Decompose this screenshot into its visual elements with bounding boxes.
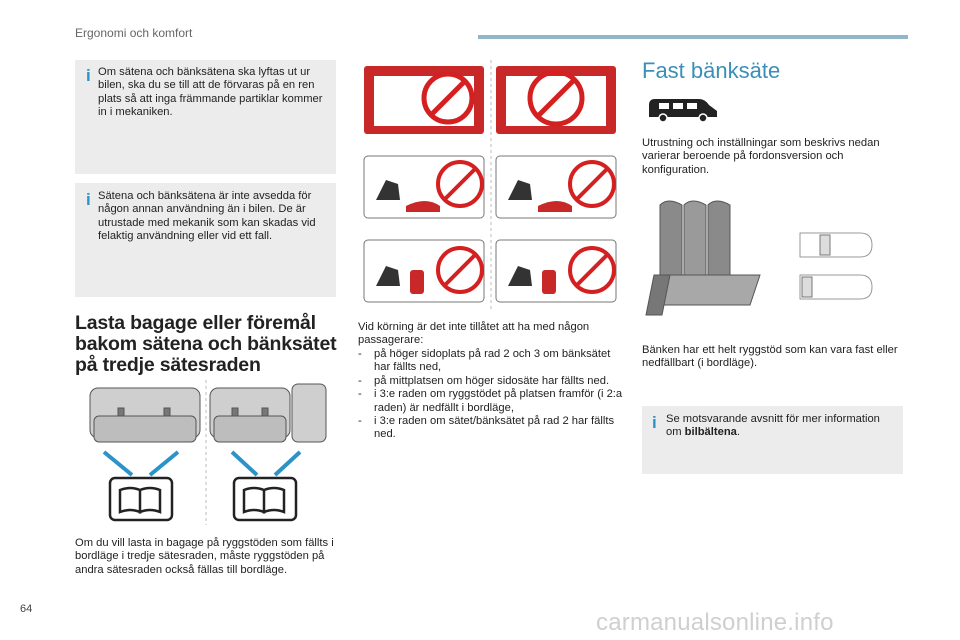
- bench-seat-illustration: [645, 200, 873, 316]
- seat-loading-illustration: [89, 380, 327, 525]
- chapter-title: Ergonomi och komfort: [75, 26, 193, 40]
- van-icon: [649, 99, 717, 123]
- luggage-body-text: Om du vill lasta in bagage på ryggstöden…: [75, 537, 334, 576]
- no-passenger-card: [363, 155, 485, 219]
- header-bar: [478, 35, 908, 39]
- info-text-storage: Om sätena och bänksätena ska lyftas ut u…: [98, 66, 323, 119]
- seatbelt-link-text: bilbältena: [684, 426, 737, 439]
- bench-right: [209, 383, 327, 443]
- watermark: carmanualsonline.info: [596, 609, 834, 636]
- info-icon: i: [86, 190, 91, 209]
- seatbelt-note: Se motsvarande avsnitt för mer informati…: [666, 413, 880, 439]
- no-load-card: [364, 66, 484, 134]
- no-passenger-card: [495, 155, 617, 219]
- driving-restrictions-list: -på höger sidoplats på rad 2 och 3 om bä…: [358, 348, 628, 442]
- prohibition-illustrations: [363, 60, 617, 310]
- section-title-fixed-bench: Fast bänksäte: [642, 58, 781, 83]
- arrow-icon: [102, 450, 302, 477]
- info-icon: i: [652, 413, 657, 432]
- fixed-bench-description: Bänken har ett helt ryggstöd som kan var…: [642, 344, 898, 370]
- bench-seat: [645, 200, 761, 316]
- info-text-usage: Sätena och bänksätena är inte avsedda fö…: [98, 190, 316, 243]
- manual-icon: [108, 476, 298, 522]
- info-box-usage: [75, 183, 336, 297]
- no-passenger-card: [363, 239, 485, 303]
- bench-left: [89, 387, 201, 443]
- no-load-card: [496, 66, 616, 134]
- list-item: -i 3:e raden om ryggstödet på platsen fr…: [358, 388, 623, 414]
- list-item: -i 3:e raden om sätet/bänksätet på rad 2…: [358, 415, 615, 441]
- fixed-bench-intro: Utrustning och inställningar som beskriv…: [642, 137, 880, 176]
- list-item: -på mittplatsen om höger sidosäte har fä…: [358, 374, 610, 387]
- section-title-luggage: Lasta bagage eller föremål bakom sätena …: [75, 312, 337, 376]
- no-passenger-card: [495, 239, 617, 303]
- driving-intro: Vid körning är det inte tillåtet att ha …: [358, 321, 590, 347]
- info-box-seatbelt: [642, 406, 903, 474]
- info-icon: i: [86, 66, 91, 85]
- info-box-storage: [75, 60, 336, 174]
- page-number: 64: [20, 603, 33, 615]
- list-item: -på höger sidoplats på rad 2 och 3 om bä…: [358, 348, 611, 374]
- car-topview-icon: [799, 232, 873, 300]
